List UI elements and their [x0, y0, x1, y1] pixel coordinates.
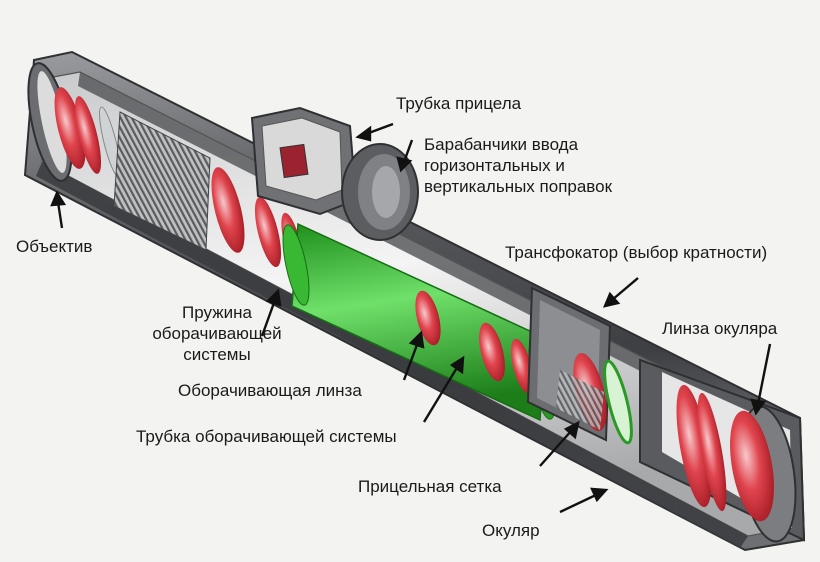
label-erector-spring-line-3: системы [183, 345, 251, 364]
arrow-reticle [539, 420, 580, 467]
arrow-objective [50, 190, 67, 229]
objective-thread [113, 111, 211, 251]
reticle-assembly [556, 353, 633, 445]
label-erector-spring: Пружина оборачивающей системы [150, 302, 284, 365]
arrow-zoom [602, 277, 639, 308]
arrow-erector-spring [260, 288, 282, 337]
arrow-eyepiece-lens [750, 343, 772, 416]
arrow-eyepiece [559, 487, 609, 514]
label-reticle: Прицельная сетка [358, 477, 502, 496]
arrow-erector-lens [402, 330, 425, 381]
label-objective: Объектив [16, 237, 93, 256]
erector-lenses [415, 290, 534, 394]
turret-housing [250, 106, 419, 241]
label-turrets: Барабанчики ввода горизонтальных и верти… [424, 134, 684, 197]
objective-front [27, 62, 73, 182]
label-turrets-line-1: Барабанчики ввода [424, 135, 579, 154]
label-scope-tube: Трубка прицела [396, 94, 522, 113]
label-eyepiece: Окуляр [482, 521, 540, 540]
label-erector-spring-line-2: оборачивающей [152, 324, 282, 343]
arrow-erector-tube [422, 355, 465, 423]
eyepiece-lenses [676, 384, 774, 522]
label-erector-tube: Трубка оборачивающей системы [136, 427, 397, 446]
arrow-turrets [396, 139, 414, 173]
label-erector-lens: Оборачивающая линза [178, 381, 362, 400]
label-turrets-line-2: горизонтальных и [424, 156, 565, 175]
leader-arrows [50, 122, 772, 514]
label-zoom: Трансфокатор (выбор кратности) [505, 243, 768, 262]
label-eyepiece-lens: Линза окуляра [662, 319, 778, 338]
label-erector-spring-line-1: Пружина [182, 303, 252, 322]
label-turrets-line-3: вертикальных поправок [424, 177, 613, 196]
arrow-scope-tube [355, 122, 394, 142]
